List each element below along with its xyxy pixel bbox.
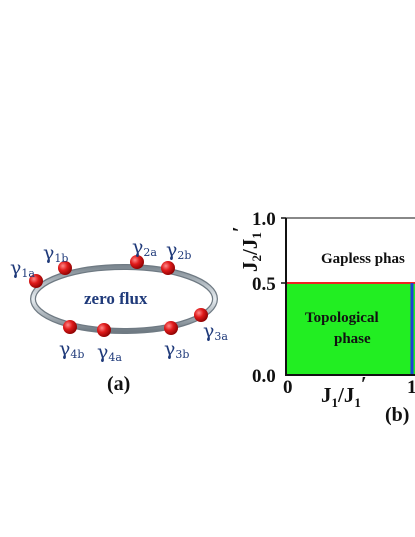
y-axis-label: J2/J1′ [228, 226, 264, 272]
y-tick-1-0: 1.0 [252, 209, 276, 230]
site-label-3a: γ3a [203, 320, 228, 343]
site-markers [29, 255, 208, 337]
site-2b-dot [161, 261, 175, 275]
site-4b-dot [63, 320, 77, 334]
site-label-1b: γ1b [43, 242, 68, 265]
site-3a-dot [194, 308, 208, 322]
site-label-2b: γ2b [166, 239, 191, 262]
zero-flux-label: zero flux [84, 289, 148, 308]
panel-a-label: (a) [107, 373, 130, 395]
site-label-4b: γ4b [59, 338, 84, 361]
ring-highlight [31, 265, 217, 333]
x-tick-0: 0 [283, 377, 293, 398]
site-label-4a: γ4a [97, 341, 122, 364]
ring-diagram [30, 264, 218, 334]
site-label-3b: γ3b [164, 338, 189, 361]
topological-phase-label-line2: phase [334, 331, 371, 347]
site-label-1a: γ1a [10, 257, 35, 280]
topological-phase-label-line1: Topological [305, 310, 379, 326]
x-axis-label: J1/J1′ [321, 372, 367, 410]
gapless-phase-label: Gapless phas [321, 251, 405, 267]
panel-b-label: (b) [385, 404, 409, 426]
site-1a-dot [29, 274, 43, 288]
site-2a-dot [130, 255, 144, 269]
x-tick-1: 1 [407, 377, 415, 398]
site-labels: γ1a γ1b γ2a γ2b γ3a γ3b γ4a γ4b [10, 236, 228, 364]
site-4a-dot [97, 323, 111, 337]
y-tick-0-0: 0.0 [252, 366, 276, 387]
topological-region [286, 283, 415, 375]
site-3b-dot [164, 321, 178, 335]
site-1b-dot [58, 261, 72, 275]
phase-diagram [281, 217, 415, 376]
y-tick-0-5: 0.5 [252, 274, 276, 295]
site-label-2a: γ2a [132, 236, 157, 259]
